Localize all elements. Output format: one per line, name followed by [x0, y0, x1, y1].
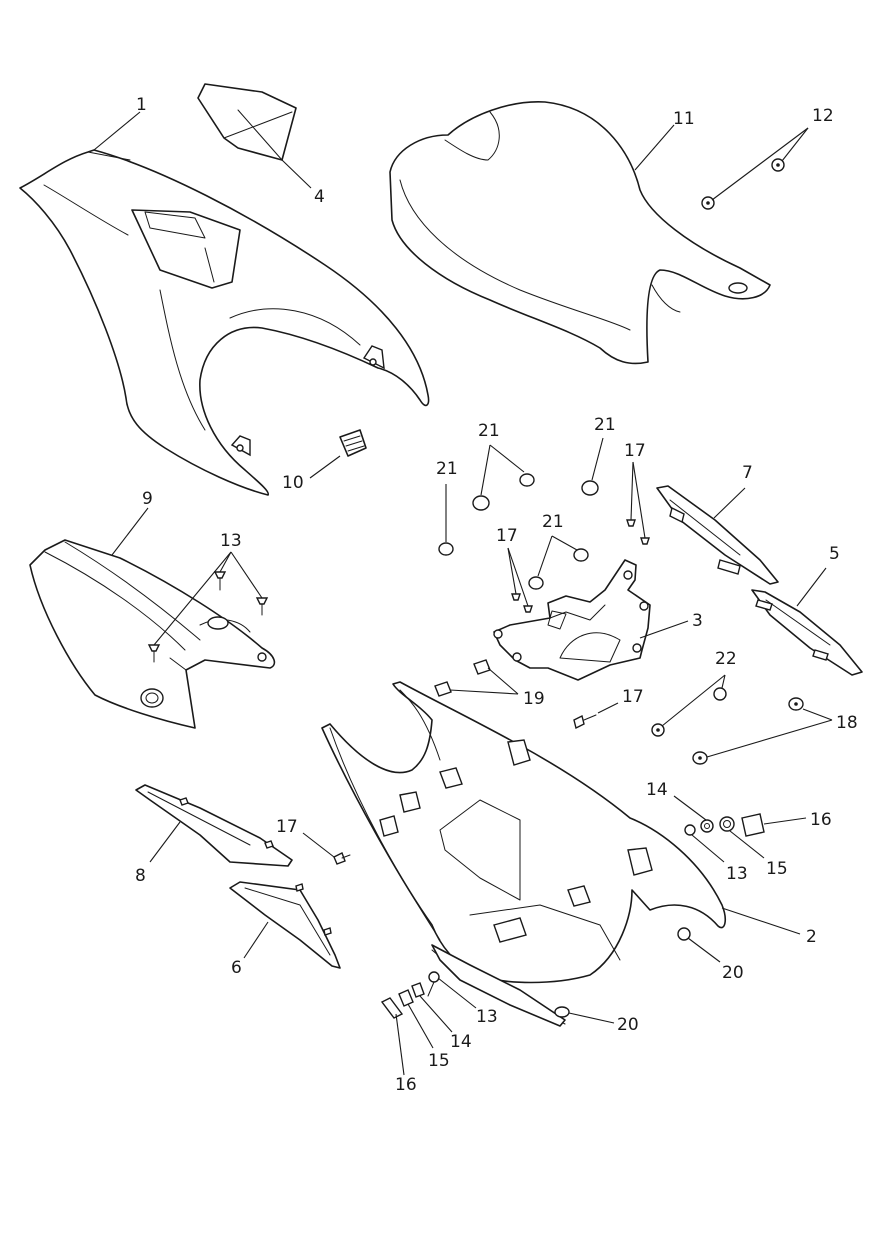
part-20-grommets	[554, 927, 721, 1024]
callout-14-a: 14	[646, 780, 668, 800]
part-18-screws	[692, 697, 833, 765]
part-2-undertray	[321, 681, 801, 1027]
part-22-nuts	[651, 674, 727, 737]
part-7-trim	[656, 485, 779, 585]
part-17-screw-lower	[302, 832, 351, 865]
part-12-screws	[701, 127, 809, 210]
part-17-screws-bracket	[507, 461, 650, 613]
callout-12: 12	[812, 106, 834, 126]
callout-21-b: 21	[594, 415, 616, 435]
callout-20-a: 20	[722, 963, 744, 983]
callout-18: 18	[836, 713, 858, 733]
callout-13-c: 13	[476, 1007, 498, 1027]
hardware-lower-group	[380, 971, 477, 1076]
callout-8: 8	[135, 866, 146, 886]
callout-11: 11	[673, 109, 695, 129]
part-17-screw-mid	[573, 702, 619, 730]
callout-15-a: 15	[766, 859, 788, 879]
callout-1: 1	[136, 95, 147, 115]
part-11-seat	[389, 101, 771, 365]
callout-17-d: 17	[276, 817, 298, 837]
callout-14-b: 14	[450, 1032, 472, 1052]
callout-2: 2	[806, 927, 817, 947]
callout-4: 4	[314, 187, 325, 207]
callout-17-b: 17	[496, 526, 518, 546]
callout-20-b: 20	[617, 1015, 639, 1035]
part-21-grommets	[438, 437, 604, 590]
part-9-seat-cowl	[29, 539, 276, 729]
callout-16-a: 16	[810, 810, 832, 830]
part-5-trim	[751, 567, 863, 676]
callout-6: 6	[231, 958, 242, 978]
callout-3: 3	[692, 611, 703, 631]
part-6-panel	[229, 881, 341, 969]
callout-10: 10	[282, 473, 304, 493]
part-13-screws-upper	[147, 551, 269, 663]
callout-21-d: 21	[542, 512, 564, 532]
callout-5: 5	[829, 544, 840, 564]
callout-16-b: 16	[395, 1075, 417, 1095]
callout-22: 22	[715, 649, 737, 669]
part-1-tail-cowl	[19, 149, 430, 496]
leader-lines	[93, 111, 675, 556]
callout-13-a: 13	[220, 531, 242, 551]
callout-13-b: 13	[726, 864, 748, 884]
callout-15-b: 15	[428, 1051, 450, 1071]
callout-21-c: 21	[436, 459, 458, 479]
callout-17-a: 17	[624, 441, 646, 461]
callout-labels: 1 4 11 12 21 21 21 21 17 17 17 17 7 5 9 …	[135, 95, 858, 1095]
hardware-right-group	[673, 795, 807, 863]
part-10-rubber	[339, 429, 367, 457]
callout-17-c: 17	[622, 687, 644, 707]
part-4-pad	[197, 83, 297, 161]
part-19-clips	[434, 659, 519, 697]
callout-19: 19	[523, 689, 545, 709]
callout-21-a: 21	[478, 421, 500, 441]
part-8-panel	[135, 784, 293, 867]
part-3-bracket	[493, 559, 689, 681]
callout-7: 7	[742, 463, 753, 483]
callout-9: 9	[142, 489, 153, 509]
